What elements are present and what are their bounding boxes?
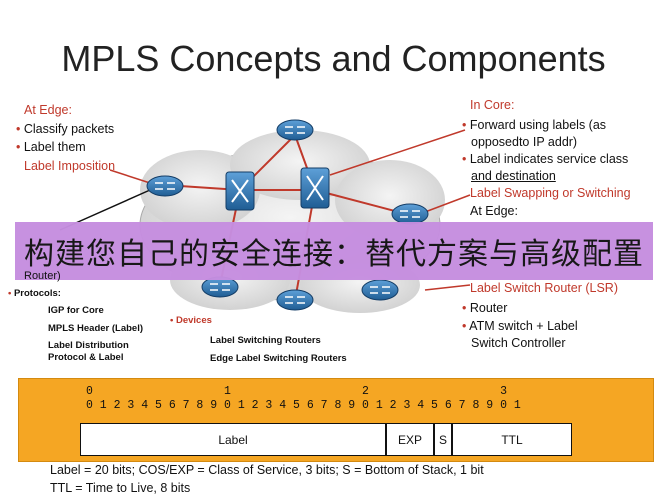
partial-router-label: Router) [24, 270, 61, 282]
label-swapping: Label Swapping or Switching [470, 186, 631, 200]
at-edge-label: At Edge: [470, 204, 518, 218]
core-item: Label indicates service class and destin… [462, 151, 628, 185]
router-icon [201, 276, 239, 298]
field-exp: EXP [386, 423, 434, 456]
protocol-item: MPLS Header (Label) [48, 323, 144, 334]
field-s: S [434, 423, 452, 456]
protocols-heading: • Protocols: [8, 288, 61, 299]
core-heading: In Core: [470, 98, 515, 112]
callout-arrows [109, 129, 471, 291]
router-icon [361, 279, 399, 301]
bit-index-tens: 0 1 2 3 [86, 385, 507, 398]
device-item: Label Switching Routers [210, 335, 321, 346]
footer-line: Label = 20 bits; COS/EXP = Class of Serv… [50, 463, 484, 477]
lsr-item: Router [462, 300, 508, 317]
lsr-label: Label Switch Router (LSR) [470, 281, 618, 295]
bit-index-units: 0 1 2 3 4 5 6 7 8 9 0 1 2 3 4 5 6 7 8 9 … [86, 399, 521, 412]
edge-heading: At Edge: [24, 103, 72, 117]
field-ttl: TTL [452, 423, 572, 456]
switch-icon [225, 171, 255, 211]
devices-heading: • Devices [170, 315, 212, 326]
overlay-banner: 构建您自己的安全连接：替代方案与高级配置 [15, 222, 653, 280]
edge-item: Label them [16, 139, 86, 156]
router-icon [276, 289, 314, 311]
footer-line: TTL = Time to Live, 8 bits [50, 481, 191, 495]
page-title: MPLS Concepts and Components [61, 38, 606, 79]
router-icon [276, 119, 314, 141]
core-item: Forward using labels (as opposedto IP ad… [462, 117, 606, 151]
device-item: Edge Label Switching Routers [210, 353, 347, 364]
protocol-item: Label Distribution [48, 340, 129, 351]
switch-icon [300, 167, 330, 209]
label-imposition: Label Imposition [24, 159, 116, 173]
lsr-item: ATM switch + Label Switch Controller [462, 318, 578, 352]
router-icon [391, 203, 429, 225]
protocol-item: IGP for Core [48, 305, 104, 316]
router-icon [146, 175, 184, 197]
protocol-item: Protocol & Label [48, 352, 124, 363]
edge-item: Classify packets [16, 121, 114, 138]
field-label: Label [80, 423, 386, 456]
